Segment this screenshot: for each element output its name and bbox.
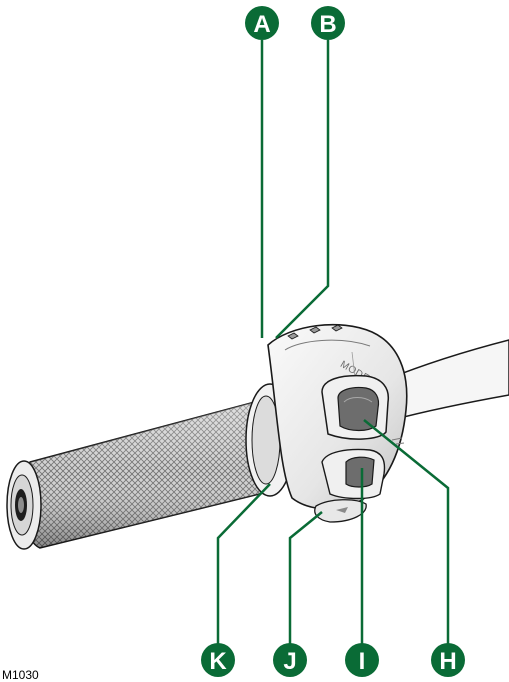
callout-i-letter: I (359, 648, 366, 675)
callout-h: H (431, 643, 465, 677)
leader-line-k (216, 483, 271, 650)
callout-i: I (345, 643, 379, 677)
callout-a-letter: A (253, 11, 270, 38)
callout-b-letter: B (319, 11, 336, 38)
callout-k: K (201, 643, 235, 677)
leader-line-h (363, 419, 450, 650)
handlebar-grip (21, 399, 284, 549)
grip-flange (245, 383, 295, 497)
callout-h-letter: H (439, 648, 456, 675)
callout-b: B (311, 6, 345, 40)
callout-j-letter: J (283, 648, 296, 675)
callout-j: J (273, 643, 307, 677)
lower-button (321, 448, 386, 500)
figure-reference-code: M1030 (2, 668, 39, 682)
callout-a: A (245, 6, 279, 40)
bar-end-cap (6, 460, 42, 550)
leader-lines (216, 40, 450, 650)
callout-k-letter: K (209, 648, 227, 675)
side-marking (391, 437, 405, 445)
leader-line-j (288, 511, 323, 650)
horn-trigger-button (314, 499, 367, 523)
handlebar-tube (384, 339, 509, 421)
mode-joystick-button (321, 374, 390, 440)
leader-line-b (275, 40, 330, 339)
